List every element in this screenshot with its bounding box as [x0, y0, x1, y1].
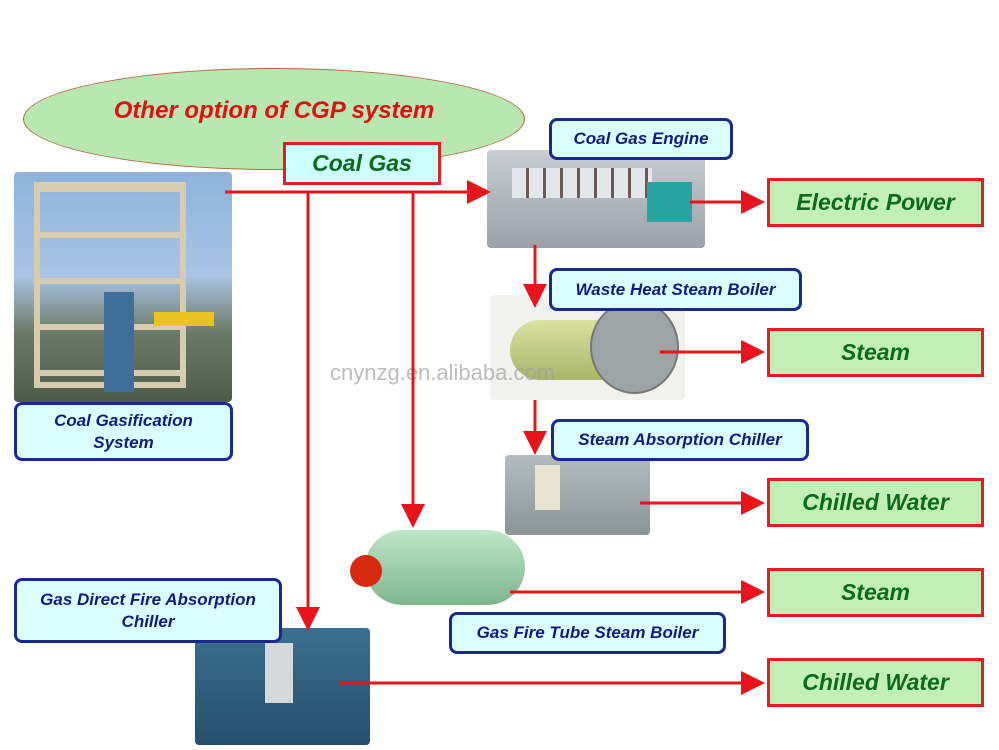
label-fire-tube-boiler: Gas Fire Tube Steam Boiler — [449, 612, 726, 654]
diagram-title: Other option of CGP system — [113, 97, 435, 124]
coal-gas-box: Coal Gas — [283, 142, 441, 185]
fire-tube-boiler-photo — [340, 520, 530, 610]
label-gasification: Coal Gasification System — [14, 402, 233, 461]
title-ellipse: Other option of CGP system — [23, 68, 525, 170]
waste-heat-boiler-photo — [490, 295, 685, 400]
output-chilled-water-2: Chilled Water — [767, 658, 984, 707]
gasification-plant-photo — [14, 172, 232, 402]
gas-engine-photo — [487, 150, 705, 248]
direct-fire-chiller-photo — [195, 628, 370, 745]
label-direct-fire-chiller: Gas Direct Fire Absorption Chiller — [14, 578, 282, 643]
output-chilled-water-1: Chilled Water — [767, 478, 984, 527]
label-waste-heat-boiler: Waste Heat Steam Boiler — [549, 268, 802, 311]
output-electric-power: Electric Power — [767, 178, 984, 227]
label-engine: Coal Gas Engine — [549, 118, 733, 160]
output-steam-2: Steam — [767, 568, 984, 617]
steam-absorption-chiller-photo — [505, 455, 650, 535]
label-steam-chiller: Steam Absorption Chiller — [551, 419, 809, 461]
watermark: cnynzg.en.alibaba.com — [330, 360, 556, 385]
output-steam-1: Steam — [767, 328, 984, 377]
